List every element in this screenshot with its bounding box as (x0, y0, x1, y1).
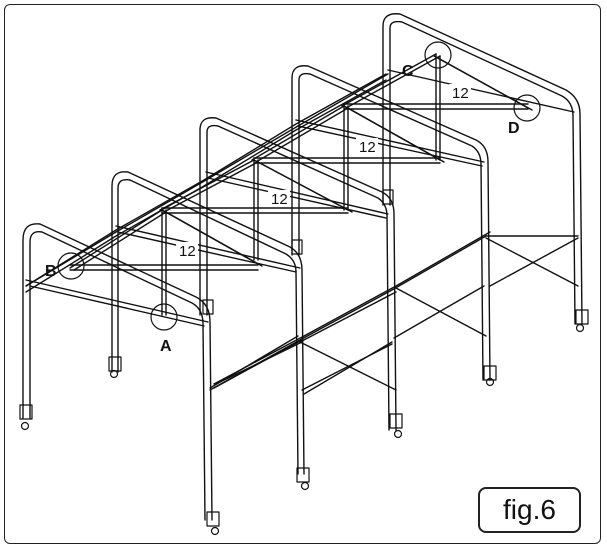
callout-a: A (160, 338, 172, 355)
callout-d: D (508, 120, 520, 137)
measurement-label-3: 12 (359, 139, 376, 156)
side-rails (25, 73, 579, 395)
callout-b: B (45, 263, 57, 280)
purlin-bars (69, 53, 533, 316)
detail-circles (57, 41, 541, 331)
arch-4 (291, 65, 491, 381)
figure-label-box: fig.6 (478, 487, 581, 533)
measurement-label-2: 12 (271, 191, 288, 208)
arch-5 (382, 13, 583, 325)
feet (19, 189, 589, 536)
measurement-label-1: 12 (179, 243, 196, 260)
measurement-label-4: 12 (452, 85, 469, 102)
figure-label: fig.6 (503, 494, 556, 525)
callout-c: C (402, 63, 414, 80)
crossbars (25, 69, 575, 327)
